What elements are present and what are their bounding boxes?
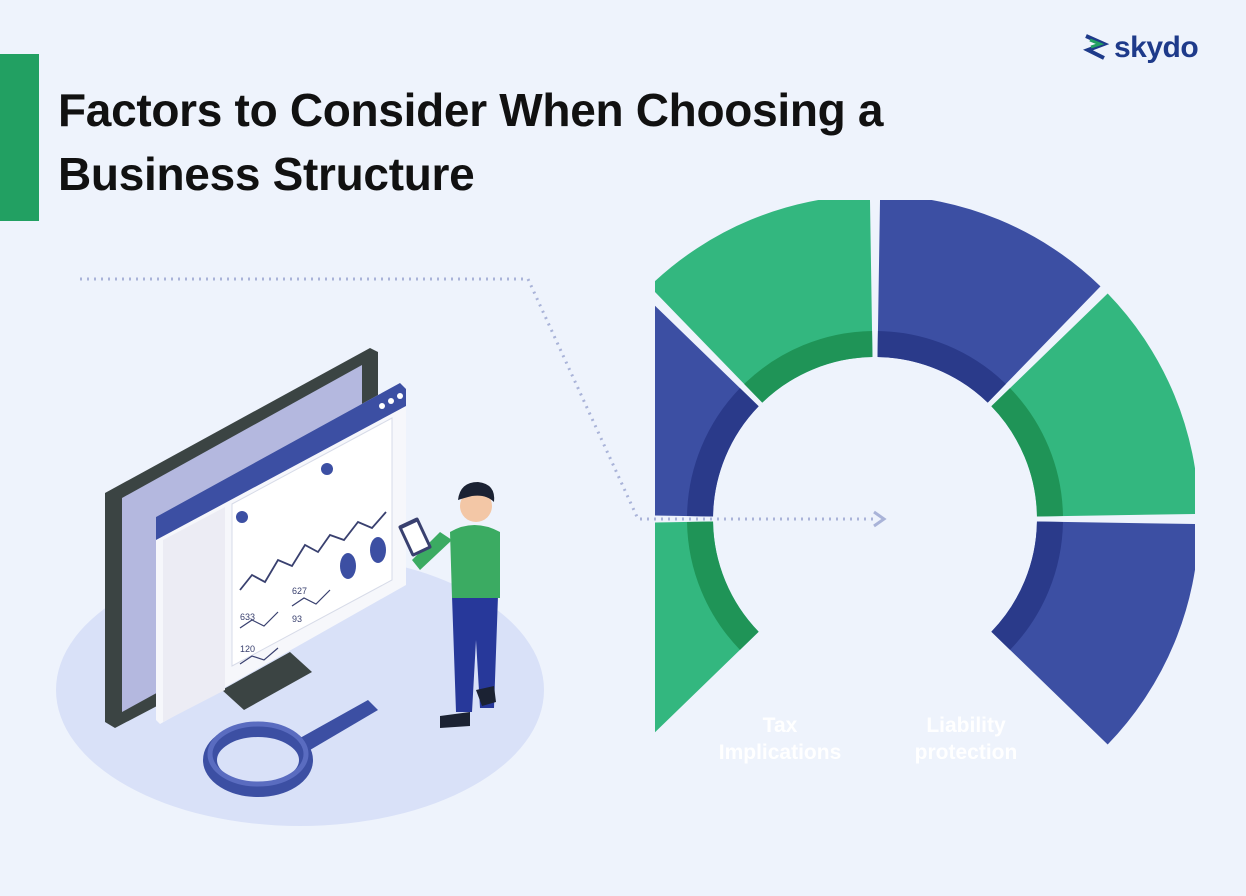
factor-segment-shape (655, 305, 759, 517)
window-dot-icon (388, 398, 394, 404)
avatar-icon (236, 511, 248, 523)
dashboard-number: 93 (292, 614, 302, 624)
dashboard-sparkline (239, 611, 279, 629)
avatar-icon (321, 463, 333, 475)
monitor-stand (222, 652, 312, 710)
factor-segment-band (991, 388, 1063, 517)
person-shoe (476, 686, 496, 706)
factor-segment-band (744, 331, 873, 403)
dashboard-header (156, 383, 406, 540)
dashboard-line-chart (239, 511, 387, 591)
dashboard-panel (231, 417, 393, 667)
skydo-logo: skydo (1082, 30, 1212, 66)
person-hair (458, 482, 495, 502)
dashboard-number: 633 (240, 612, 255, 622)
factor-segment-band (991, 521, 1063, 650)
dashboard-pie-icon (370, 537, 386, 563)
person-torso (450, 525, 500, 598)
factor-label: Liability protection (915, 714, 1018, 764)
window-dot-icon (397, 393, 403, 399)
person-shoe (440, 712, 470, 728)
factor-label-line: protection (915, 741, 1018, 764)
person-arm (412, 532, 452, 570)
dashboard-number: 627 (292, 586, 307, 596)
dashboard-sparkline (239, 647, 279, 665)
factor-segment: Liability protection (915, 293, 1195, 764)
clipboard-paper (402, 521, 429, 554)
factor-label-line: Tax (763, 714, 798, 737)
dashboard-pie-icon (340, 553, 356, 579)
magnifier-rim (207, 721, 309, 787)
person-legs (452, 596, 498, 712)
person-head (460, 490, 492, 522)
factor-segment-shape (655, 521, 759, 733)
page-title: Factors to Consider When Choosing a Busi… (58, 84, 884, 200)
accent-bar (0, 54, 39, 221)
factor-ring: Regulatory &administrativerequirementsOw… (655, 200, 1195, 764)
factor-label-line: Implications (719, 741, 842, 764)
factor-segment-band (687, 521, 759, 650)
dashboard-sparkline (291, 589, 331, 607)
factor-label-line: Liability (926, 714, 1006, 737)
dashboard-number: 120 (240, 644, 255, 654)
magnifier-handle (300, 700, 378, 750)
skydo-logo-text: skydo (1114, 31, 1199, 64)
factor-segment-band (877, 331, 1006, 403)
person-figure (398, 482, 500, 728)
factor-segment-band (687, 388, 759, 517)
connector-arrow-icon (873, 510, 887, 528)
dotted-connector (80, 277, 878, 521)
skydo-logo-icon (1083, 34, 1110, 60)
illustration: 633 627 93 120 (56, 348, 544, 826)
window-dot-icon (379, 403, 385, 409)
dashboard-sidebar (163, 507, 225, 722)
